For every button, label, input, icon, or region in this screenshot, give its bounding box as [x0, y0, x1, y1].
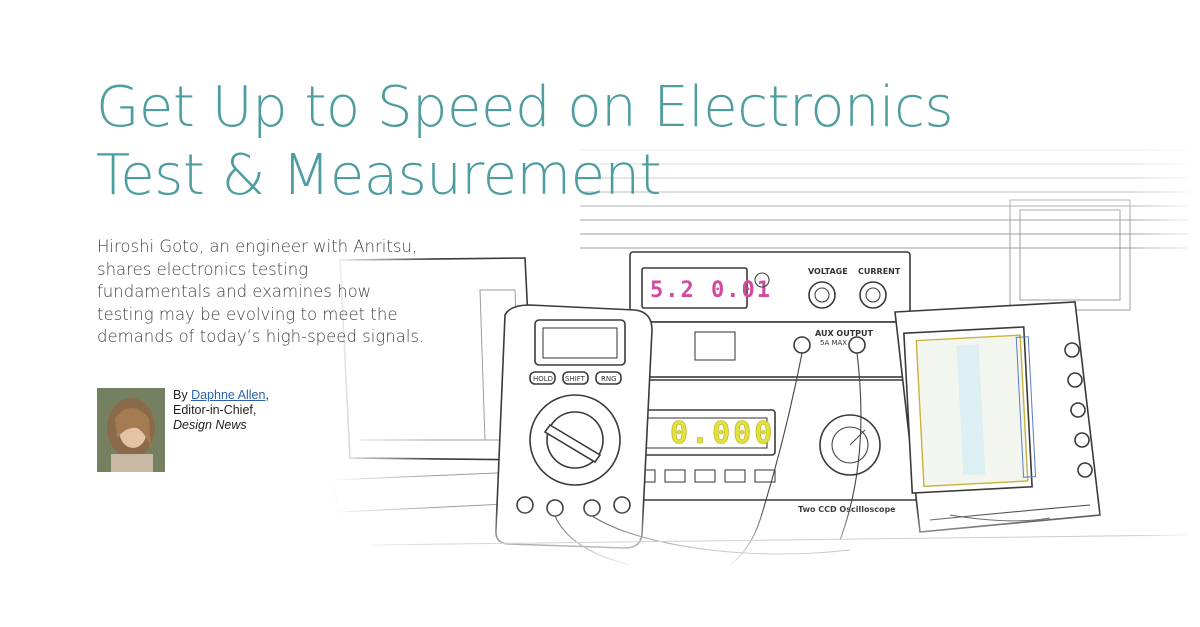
svg-text:5A MAX: 5A MAX [820, 339, 847, 347]
bench-meter: 0.000 [619, 379, 921, 501]
publication-name: Design News [173, 418, 247, 432]
author-link[interactable]: Daphne Allen [191, 388, 266, 402]
author-role: Editor-in-Chief, [173, 403, 257, 417]
headline-line-2: Test & Measurement [96, 143, 662, 208]
svg-text:RNG: RNG [601, 375, 617, 383]
power-supply-display: 5.2 0.01 [650, 278, 772, 303]
byline: By Daphne Allen, Editor-in-Chief, Design… [97, 388, 269, 472]
svg-text:SHIFT: SHIFT [565, 375, 586, 383]
svg-text:CURRENT: CURRENT [858, 267, 901, 276]
svg-text:VOLTAGE: VOLTAGE [808, 267, 848, 276]
svg-text:Two CCD Oscilloscope: Two CCD Oscilloscope [798, 505, 896, 514]
author-photo-icon [97, 388, 165, 472]
byline-details: By Daphne Allen, Editor-in-Chief, Design… [173, 388, 269, 472]
bench-meter-display: 0.000 [670, 416, 775, 451]
article-summary: Hiroshi Goto, an engineer with Anritsu, … [97, 237, 425, 346]
svg-text:AUX OUTPUT: AUX OUTPUT [815, 329, 874, 338]
handheld-multimeter: HOLD SHIFT RNG [495, 304, 653, 549]
power-supply: 5.2 0.01 VOLTAGE CURRENT AUX OUTPUT 5A M… [629, 251, 911, 378]
byline-author-line: By Daphne Allen, [173, 388, 269, 402]
headline-line-1: Get Up to Speed on Electronics [96, 75, 954, 140]
author-avatar [97, 388, 165, 472]
article-headline: Get Up to Speed on Electronics Test & Me… [96, 74, 1016, 210]
svg-text:HOLD: HOLD [533, 375, 553, 383]
